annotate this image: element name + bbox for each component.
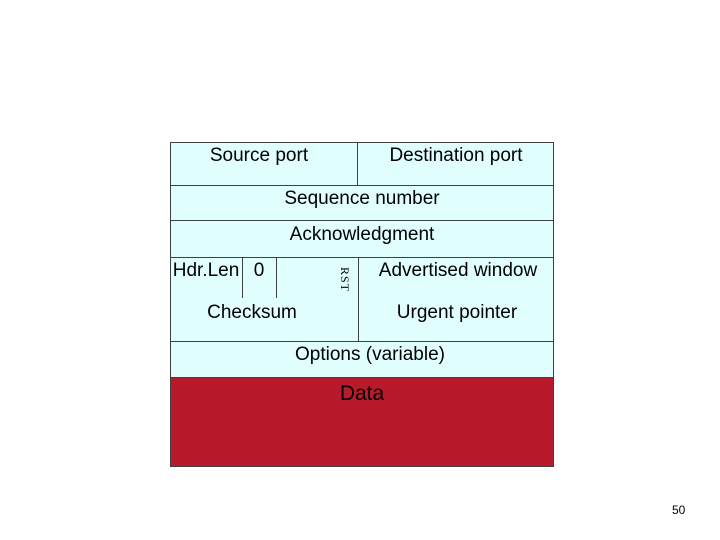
acknowledgment-field: Acknowledgment: [170, 225, 554, 251]
sequence-number-field: Sequence number: [170, 189, 554, 215]
reserved-zero-label: 0: [253, 260, 265, 281]
reserved-field: 0: [242, 261, 276, 291]
hdrlen-divider: [242, 257, 243, 298]
row-divider-2: [170, 220, 554, 221]
left-border: [170, 142, 171, 377]
rst-divider: [358, 257, 359, 341]
urgent-pointer-field: Urgent pointer: [360, 303, 554, 333]
row-divider-3: [170, 257, 554, 258]
rst-flag-label: RST: [337, 266, 352, 292]
destination-port-label: Destination port: [389, 145, 523, 166]
destination-port-field: Destination port: [358, 146, 554, 176]
checksum-field: Checksum: [170, 303, 334, 333]
rst-flag-field: RST: [332, 259, 356, 299]
tcp-header-diagram: [170, 142, 554, 377]
checksum-label: Checksum: [207, 302, 297, 323]
reserved-divider: [276, 257, 277, 298]
top-border: [170, 142, 554, 143]
page-number: 50: [672, 503, 686, 517]
right-border: [553, 142, 554, 377]
advertised-window-label: Advertised window: [378, 260, 538, 281]
data-block: Data: [170, 377, 554, 467]
hdr-len-field: Hdr.Len: [170, 261, 242, 291]
port-divider: [357, 142, 358, 185]
acknowledgment-label: Acknowledgment: [289, 224, 435, 245]
hdr-len-label: Hdr.Len: [172, 260, 240, 281]
row-divider-1: [170, 185, 554, 186]
advertised-window-field: Advertised window: [362, 261, 554, 291]
row-divider-5: [170, 341, 554, 342]
source-port-label: Source port: [209, 145, 309, 166]
source-port-field: Source port: [170, 146, 348, 176]
urgent-pointer-label: Urgent pointer: [396, 302, 518, 323]
data-label: Data: [339, 382, 385, 405]
options-field: Options (variable): [170, 345, 570, 371]
sequence-number-label: Sequence number: [284, 188, 440, 209]
options-label: Options (variable): [295, 344, 445, 365]
